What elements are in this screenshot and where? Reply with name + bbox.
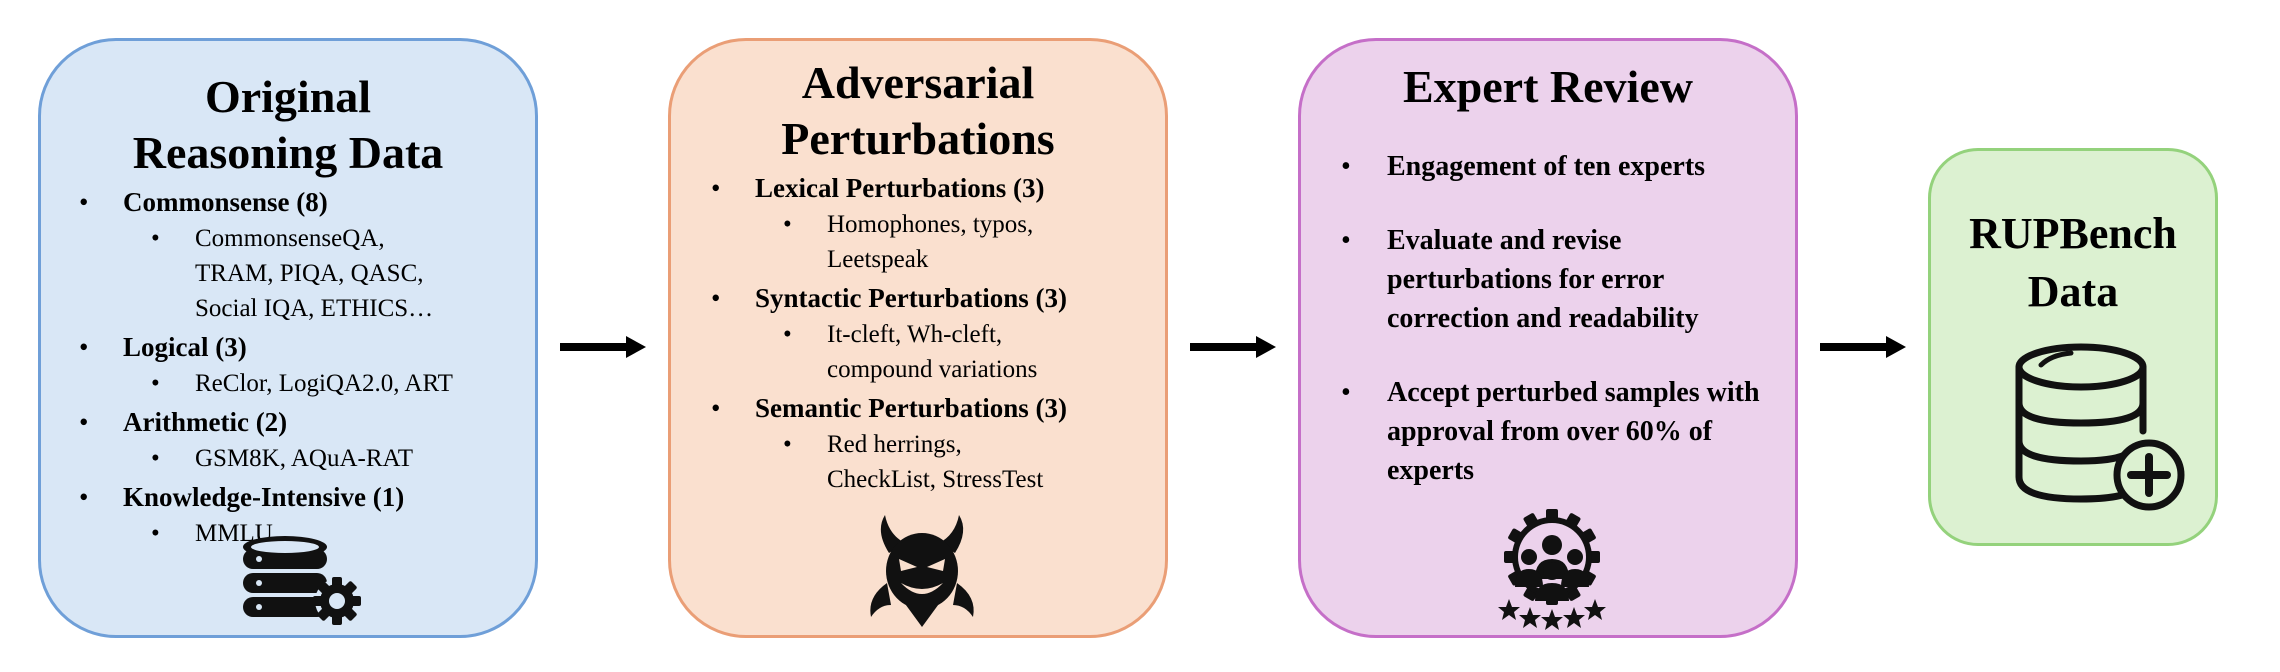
right-arrow-icon <box>560 334 646 358</box>
title-line-1: Expert Review <box>1403 61 1693 112</box>
experts-gear-icon <box>1487 507 1617 636</box>
rupbench-box-title: RUPBench Data <box>1931 205 2215 321</box>
database-gear-icon <box>241 535 365 636</box>
list-item: Arithmetic (2) GSM8K, AQuA-RAT <box>79 405 519 476</box>
list-item: Commonsense (8) CommonsenseQA,TRAM, PIQA… <box>79 185 519 326</box>
original-reasoning-data-box: Original Reasoning Data Commonsense (8) … <box>38 38 538 638</box>
list-item: Knowledge-Intensive (1) MMLU <box>79 480 519 551</box>
sub-list-item: It-cleft, Wh-cleft,compound variations <box>755 317 1151 387</box>
original-box-title: Original Reasoning Data <box>41 69 535 181</box>
title-line-1: Original <box>204 71 372 122</box>
sub-list-item: ReClor, LogiQA2.0, ART <box>123 366 519 401</box>
list-item: Accept perturbed samples with approval f… <box>1341 373 1771 490</box>
list-item: Syntactic Perturbations (3) It-cleft, Wh… <box>711 281 1151 387</box>
adversarial-list: Lexical Perturbations (3) Homophones, ty… <box>711 171 1151 501</box>
expert-list: Engagement of ten experts Evaluate and r… <box>1341 147 1771 525</box>
list-item: Logical (3) ReClor, LogiQA2.0, ART <box>79 330 519 401</box>
expert-review-box: Expert Review Engagement of ten experts … <box>1298 38 1798 638</box>
devil-icon <box>867 513 977 632</box>
title-line-2: Data <box>2027 267 2119 316</box>
title-line-1: RUPBench <box>1969 209 2177 258</box>
right-arrow-icon <box>1190 334 1276 358</box>
sub-list-item: Homophones, typos,Leetspeak <box>755 207 1151 277</box>
adversarial-box-title: Adversarial Perturbations <box>671 55 1165 167</box>
expert-box-title: Expert Review <box>1301 59 1795 115</box>
rupbench-data-box: RUPBench Data <box>1928 148 2218 546</box>
list-item: Lexical Perturbations (3) Homophones, ty… <box>711 171 1151 277</box>
sub-list-item: Red herrings,CheckList, StressTest <box>755 427 1151 497</box>
sub-list-item: GSM8K, AQuA-RAT <box>123 441 519 476</box>
original-list: Commonsense (8) CommonsenseQA,TRAM, PIQA… <box>79 185 519 555</box>
database-plus-icon <box>2011 339 2191 524</box>
title-line-2: Perturbations <box>781 113 1055 164</box>
list-item: Semantic Perturbations (3) Red herrings,… <box>711 391 1151 497</box>
adversarial-perturbations-box: Adversarial Perturbations Lexical Pertur… <box>668 38 1168 638</box>
right-arrow-icon <box>1820 334 1906 358</box>
list-item: Evaluate and revise perturbations for er… <box>1341 221 1771 338</box>
title-line-1: Adversarial <box>801 57 1035 108</box>
title-line-2: Reasoning Data <box>132 127 444 178</box>
sub-list-item: CommonsenseQA,TRAM, PIQA, QASC,Social IQ… <box>123 221 519 326</box>
list-item: Engagement of ten experts <box>1341 147 1771 186</box>
